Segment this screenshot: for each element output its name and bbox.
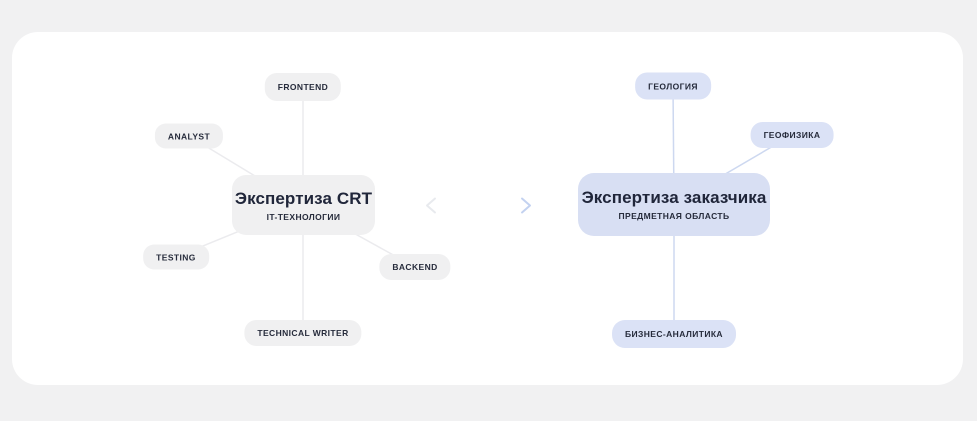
- node-geophysics: ГЕОФИЗИКА: [750, 122, 834, 148]
- node-geology: ГЕОЛОГИЯ: [635, 72, 711, 100]
- customer-expertise-node: Экспертиза заказчика ПРЕДМЕТНАЯ ОБЛАСТЬ: [578, 173, 770, 236]
- double-arrow-icon: [426, 197, 531, 214]
- node-technical-writer: TECHNICAL WRITER: [244, 320, 362, 346]
- crt-expertise-node: Экспертиза CRT IT-ТЕХНОЛОГИИ: [232, 175, 375, 235]
- customer-expertise-subtitle: ПРЕДМЕТНАЯ ОБЛАСТЬ: [618, 211, 730, 221]
- node-backend: BACKEND: [379, 254, 451, 280]
- node-testing: TESTING: [143, 244, 209, 270]
- customer-expertise-title: Экспертиза заказчика: [581, 188, 767, 207]
- diagram-card: [12, 32, 963, 385]
- node-frontend: FRONTEND: [264, 73, 342, 101]
- node-analyst: ANALYST: [154, 123, 224, 149]
- node-business-analytics: БИЗНЕС-АНАЛИТИКА: [612, 320, 736, 348]
- crt-expertise-subtitle: IT-ТЕХНОЛОГИИ: [266, 211, 341, 222]
- crt-expertise-title: Экспертиза CRT: [234, 188, 373, 208]
